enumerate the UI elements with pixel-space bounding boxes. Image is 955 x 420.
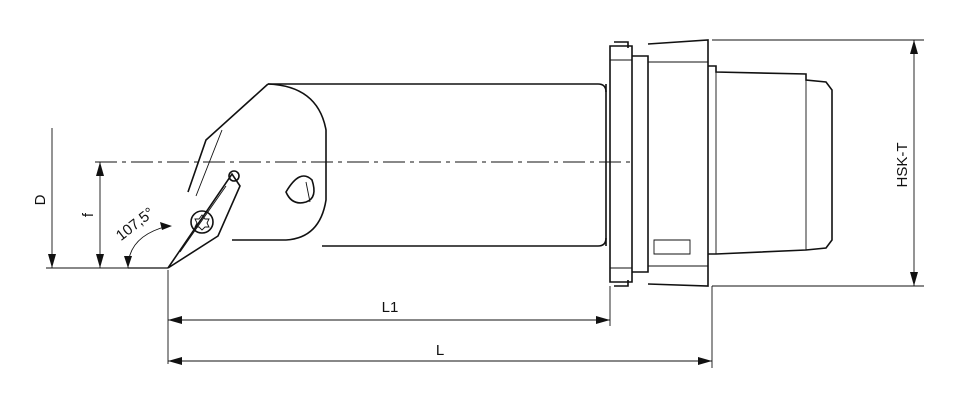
label-f: f bbox=[80, 212, 97, 217]
label-d: D bbox=[32, 194, 49, 205]
dimension-f bbox=[96, 162, 104, 268]
shank-body bbox=[187, 83, 607, 247]
label-l1: L1 bbox=[382, 299, 399, 316]
cutting-insert bbox=[128, 170, 241, 269]
flange bbox=[605, 39, 709, 287]
coolant-hole bbox=[285, 175, 315, 204]
dimension-d bbox=[48, 128, 56, 268]
label-hsk: HSK-T bbox=[894, 143, 911, 188]
dimension-l1 bbox=[168, 316, 610, 324]
dimension-l bbox=[168, 357, 712, 365]
dimension-hsk bbox=[910, 40, 918, 286]
hsk-taper bbox=[708, 65, 833, 255]
label-l: L bbox=[436, 342, 444, 359]
label-angle: 107,5° bbox=[113, 204, 158, 244]
torx-screw-icon bbox=[190, 210, 214, 234]
dimension-angle bbox=[124, 222, 172, 269]
extension-lines bbox=[46, 39, 924, 368]
